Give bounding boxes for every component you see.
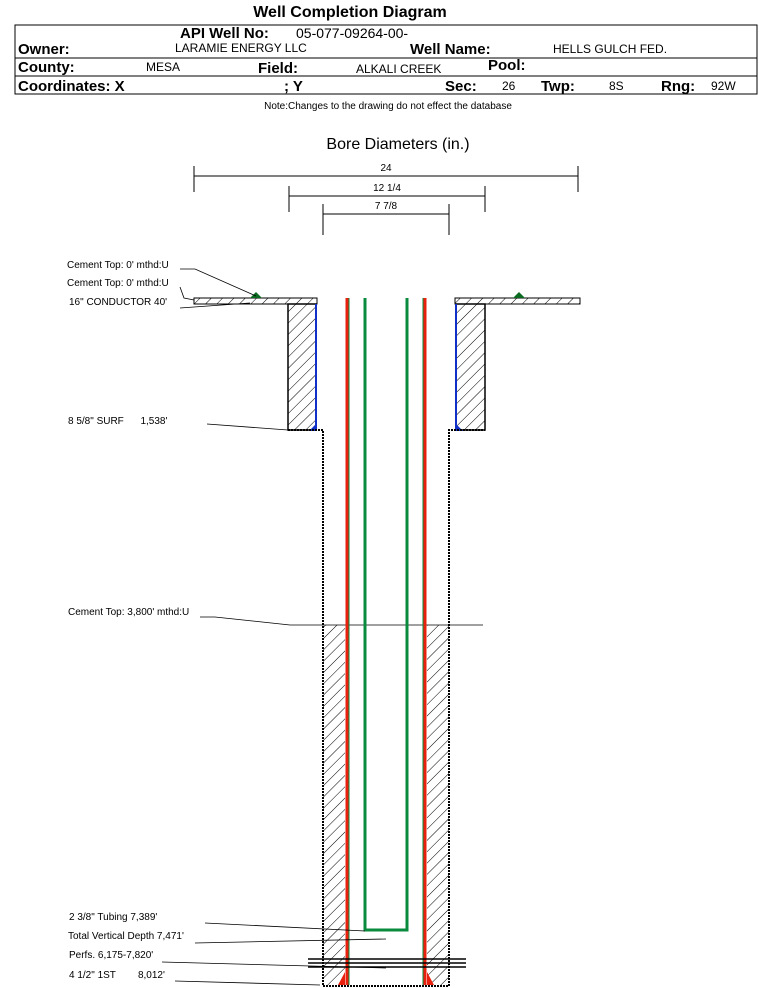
county-value: MESA bbox=[146, 60, 180, 74]
county-label: County: bbox=[18, 59, 75, 76]
label-surface-casing: 8 5/8" SURF 1,538' bbox=[68, 416, 167, 427]
cement-right bbox=[427, 625, 449, 985]
owner-value: LARAMIE ENERGY LLC bbox=[175, 41, 307, 55]
label-perfs: Perfs. 6,175-7,820' bbox=[69, 950, 153, 961]
coords-y-label: ; Y bbox=[284, 78, 303, 95]
bore-title: Bore Diameters (in.) bbox=[326, 136, 469, 153]
wellbore bbox=[193, 292, 581, 987]
conductor-left bbox=[193, 297, 318, 305]
api-value: 05-077-09264-00- bbox=[296, 25, 408, 41]
note-text: Note:Changes to the drawing do not effec… bbox=[264, 101, 512, 112]
page-title: Well Completion Diagram bbox=[253, 4, 447, 21]
well-name-value: HELLS GULCH FED. bbox=[553, 42, 667, 56]
dim-24: 24 bbox=[380, 163, 392, 174]
label-production-casing: 4 1/2" 1ST 8,012' bbox=[69, 970, 165, 981]
label-cement-top-3: Cement Top: 3,800' mthd:U bbox=[68, 607, 189, 618]
dim-7-7-8: 7 7/8 bbox=[375, 201, 398, 212]
label-conductor: 16" CONDUCTOR 40' bbox=[69, 297, 167, 308]
field-label: Field: bbox=[258, 60, 298, 77]
twp-label: Twp: bbox=[541, 78, 575, 95]
sec-value: 26 bbox=[502, 79, 516, 93]
label-cement-top-1: Cement Top: 0' mthd:U bbox=[67, 260, 169, 271]
surface-cement-left bbox=[287, 303, 317, 431]
api-label: API Well No: bbox=[180, 25, 269, 42]
conductor-right bbox=[454, 297, 581, 305]
surface-cement-right bbox=[455, 303, 486, 431]
label-cement-top-2: Cement Top: 0' mthd:U bbox=[67, 278, 169, 289]
leader-lines bbox=[161, 268, 387, 986]
dim-12-1-4: 12 1/4 bbox=[373, 183, 401, 194]
pool-label: Pool: bbox=[488, 57, 526, 74]
label-tubing: 2 3/8" Tubing 7,389' bbox=[69, 912, 157, 923]
owner-label: Owner: bbox=[18, 41, 70, 58]
rng-label: Rng: bbox=[661, 78, 695, 95]
label-tvd: Total Vertical Depth 7,471' bbox=[68, 931, 184, 942]
sec-label: Sec: bbox=[445, 78, 477, 95]
coords-label: Coordinates: X bbox=[18, 78, 125, 95]
rng-value: 92W bbox=[711, 79, 736, 93]
field-value: ALKALI CREEK bbox=[356, 62, 441, 76]
bore-dimensions bbox=[193, 166, 579, 235]
tubing bbox=[363, 298, 409, 932]
cement-left bbox=[323, 625, 345, 985]
well-name-label: Well Name: bbox=[410, 41, 491, 58]
open-hole-wall bbox=[288, 429, 485, 987]
header-table: API Well No: 05-077-09264-00- Owner: LAR… bbox=[14, 24, 758, 95]
twp-value: 8S bbox=[609, 79, 624, 93]
